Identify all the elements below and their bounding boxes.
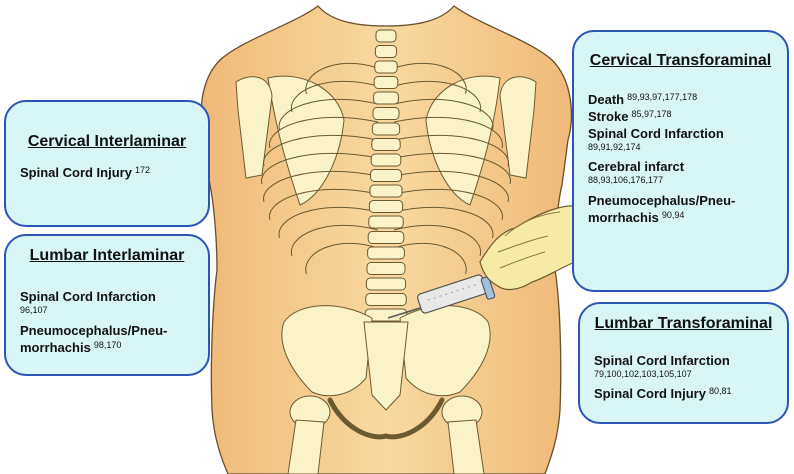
reference-numbers: 98,170 xyxy=(94,340,122,350)
cervical-interlaminar-box: Cervical Interlaminar Spinal Cord Injury… xyxy=(4,100,210,227)
complication-entry: Spinal Cord Infarction xyxy=(20,288,208,305)
vertebra xyxy=(375,46,396,58)
vertebra xyxy=(369,216,403,228)
vertebra xyxy=(367,263,405,275)
vertebra xyxy=(376,30,396,42)
complication-label: Pneumocephalus/Pneu- xyxy=(588,193,735,208)
reference-numbers: 172 xyxy=(135,165,150,175)
complication-label: Spinal Cord Infarction xyxy=(20,289,156,304)
complication-entry: Spinal Cord Infarction xyxy=(588,125,787,142)
reference-numbers: 90,94 xyxy=(662,210,685,220)
complication-entry: Spinal Cord Infarction xyxy=(594,352,787,369)
reference-numbers: 85,97,178 xyxy=(631,109,671,119)
reference-numbers: 80,81 xyxy=(709,386,732,396)
complication-label: Death xyxy=(588,92,624,107)
vertebra xyxy=(373,108,399,120)
complication-label: Stroke xyxy=(588,109,628,124)
reference-numbers: 89,93,97,177,178 xyxy=(627,92,697,102)
box-title: Lumbar Interlaminar xyxy=(6,246,208,266)
lumbar-interlaminar-box: Lumbar Interlaminar Spinal Cord Infarcti… xyxy=(4,234,210,376)
vertebra xyxy=(372,139,400,151)
complication-label: Spinal Cord Infarction xyxy=(588,126,724,141)
reference-numbers: 96,107 xyxy=(20,305,208,316)
vertebra xyxy=(368,247,405,259)
vertebra xyxy=(371,170,402,182)
reference-numbers: 89,91,92,174 xyxy=(588,142,787,153)
lumbar-transforaminal-box: Lumbar Transforaminal Spinal Cord Infarc… xyxy=(578,302,789,424)
complication-label: Cerebral infarct xyxy=(588,159,684,174)
vertebra xyxy=(366,278,405,290)
vertebra xyxy=(370,185,402,197)
complication-label-continued: morrhachis xyxy=(588,210,659,225)
complication-label: Pneumocephalus/Pneu- xyxy=(20,323,167,338)
vertebra xyxy=(369,201,402,213)
complication-label: Spinal Cord Injury xyxy=(20,165,132,180)
vertebra xyxy=(374,77,398,89)
vertebra xyxy=(368,232,404,244)
vertebra xyxy=(372,123,399,135)
vertebra xyxy=(366,294,406,306)
vertebra xyxy=(371,154,401,166)
box-title: Cervical Interlaminar xyxy=(6,132,208,152)
vertebra xyxy=(375,61,397,73)
reference-numbers: 79,100,102,103,105,107 xyxy=(594,369,787,380)
box-title: Cervical Transforaminal xyxy=(574,51,787,71)
reference-numbers: 88,93,106,176,177 xyxy=(588,175,787,186)
complication-label-continued: morrhachis xyxy=(20,340,91,355)
complication-label: Spinal Cord Injury xyxy=(594,386,706,401)
complication-label: Spinal Cord Infarction xyxy=(594,353,730,368)
complication-entry: Cerebral infarct xyxy=(588,158,787,175)
vertebra xyxy=(374,92,399,104)
box-title: Lumbar Transforaminal xyxy=(580,314,787,334)
